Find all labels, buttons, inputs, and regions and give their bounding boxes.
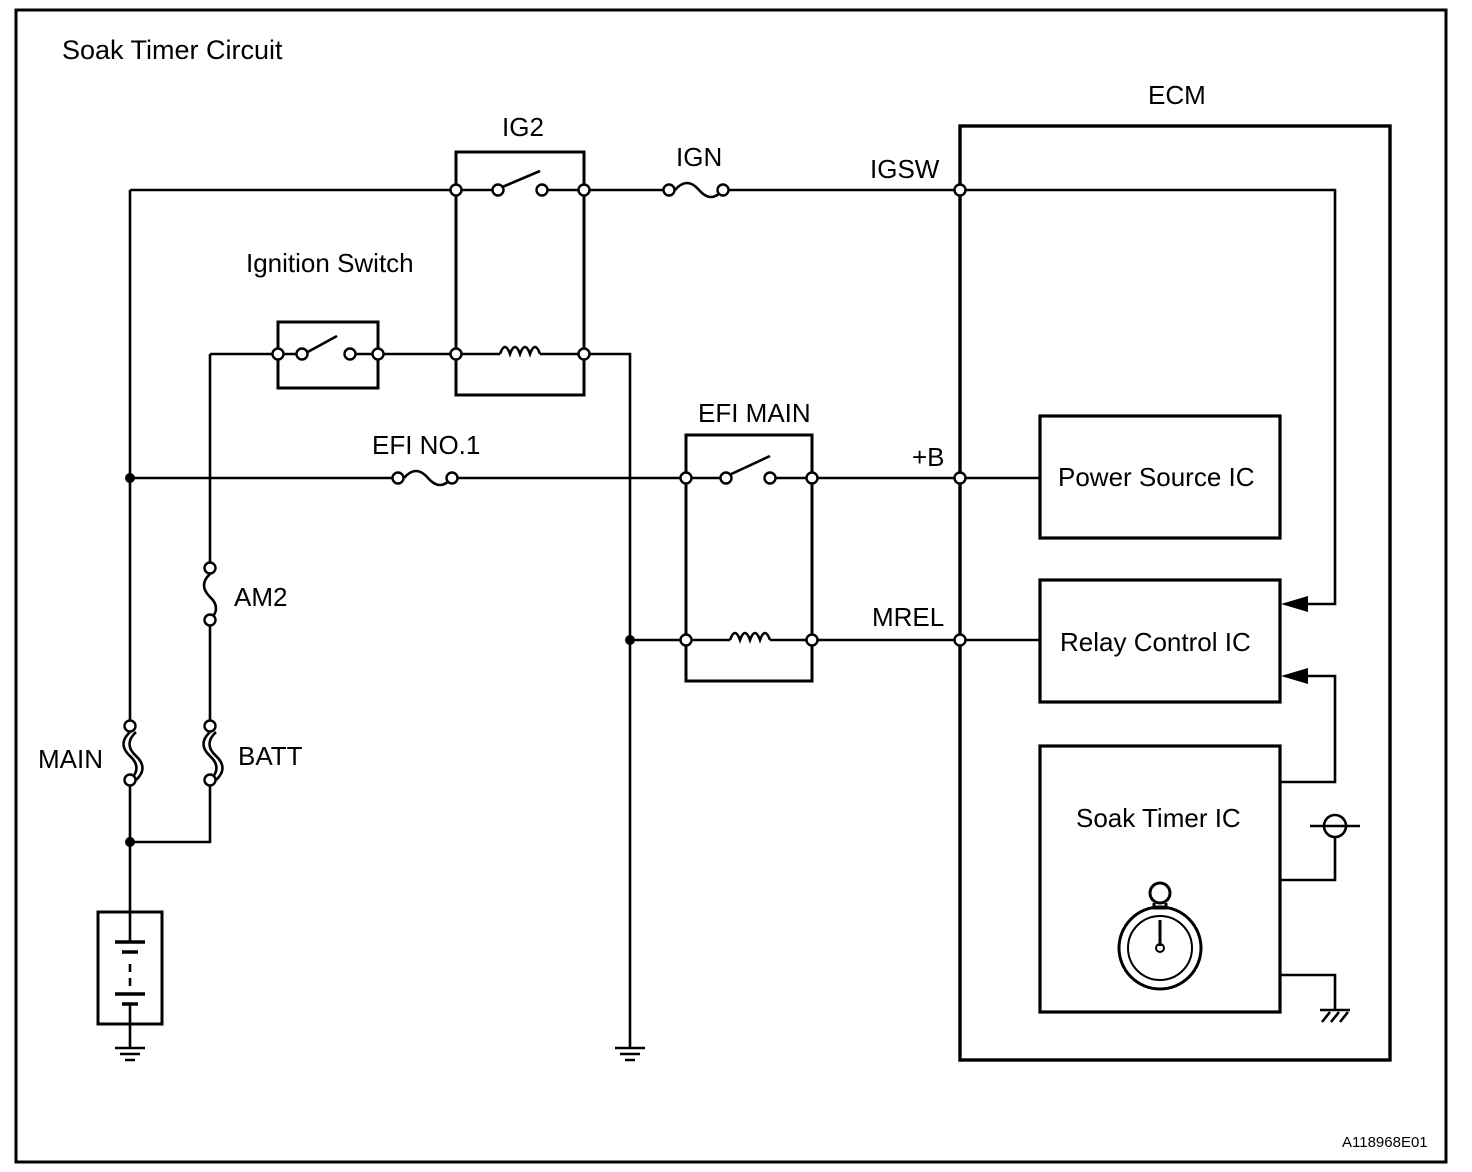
batt-fusible-link	[202, 731, 224, 781]
battery-icon	[96, 910, 164, 1026]
main-fusible-link	[122, 731, 144, 781]
wiring	[128, 169, 1337, 1048]
batt-label: BATT	[238, 741, 303, 771]
ecm-box	[958, 124, 1392, 1062]
relay-control-ic-label: Relay Control IC	[1060, 627, 1251, 657]
power-supply-icon	[1310, 813, 1360, 839]
efi-no1-fuse	[403, 469, 453, 487]
ignition-switch-label: Ignition Switch	[246, 248, 414, 278]
ground-icon	[615, 1046, 645, 1062]
am2-label: AM2	[234, 582, 287, 612]
mrel-label: MREL	[872, 602, 944, 632]
ig2-relay-box	[454, 150, 586, 397]
soak-timer-ic-label: Soak Timer IC	[1076, 803, 1241, 833]
connector-pins	[123, 183, 967, 847]
ground-icon	[115, 1046, 145, 1062]
diagram-title: Soak Timer Circuit	[62, 35, 283, 65]
efi-no1-label: EFI NO.1	[372, 430, 480, 460]
stopwatch-icon	[1117, 881, 1203, 991]
main-label: MAIN	[38, 744, 103, 774]
chassis-ground-icon	[1320, 1008, 1350, 1023]
igsw-label: IGSW	[870, 154, 940, 184]
ign-label: IGN	[676, 142, 722, 172]
power-source-ic-box	[1038, 414, 1282, 540]
plus-b-label: +B	[912, 442, 945, 472]
power-source-ic-label: Power Source IC	[1058, 462, 1255, 492]
arrow-icon	[1281, 596, 1308, 612]
ecm-label: ECM	[1148, 80, 1206, 110]
relay-control-ic-box	[1038, 578, 1282, 704]
efi-main-relay-box	[684, 433, 814, 683]
ign-fuse	[674, 181, 724, 199]
reference-code: A118968E01	[1342, 1134, 1428, 1151]
efi-main-label: EFI MAIN	[698, 398, 811, 428]
ig2-label: IG2	[502, 112, 544, 142]
soak-timer-ic-box	[1038, 744, 1282, 1014]
am2-fuse	[202, 573, 218, 621]
arrow-icon	[1281, 668, 1308, 684]
